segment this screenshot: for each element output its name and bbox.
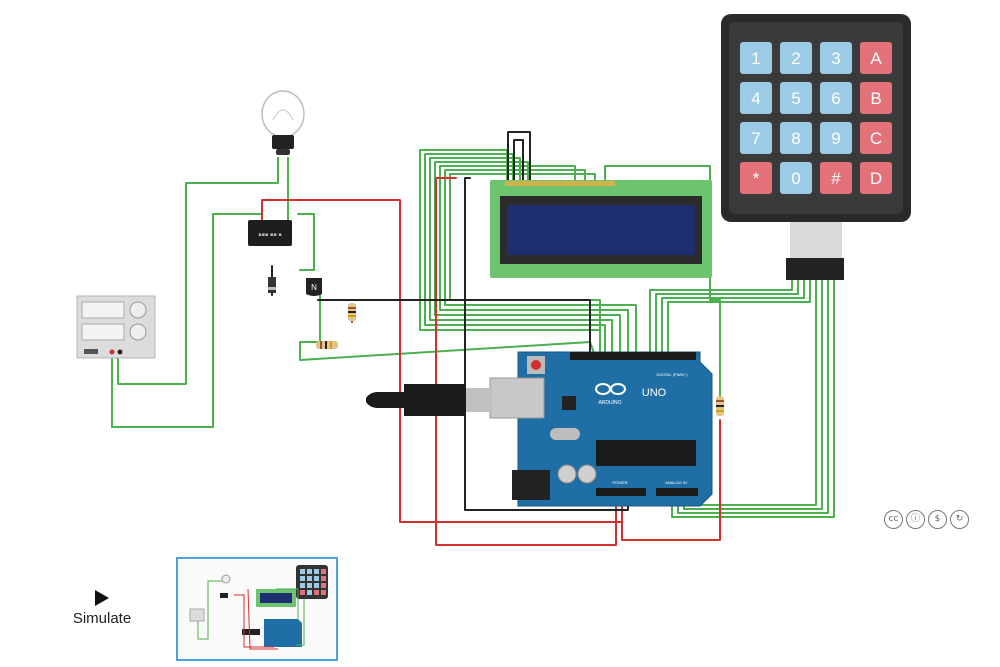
keypad-key-2[interactable]: 2 (780, 42, 812, 74)
arduino-digital-label: DIGITAL (PWM~) (657, 372, 689, 377)
keypad-key-9[interactable]: 9 (820, 122, 852, 154)
keypad-ribbon (790, 222, 842, 258)
transistor[interactable]: N (306, 278, 322, 296)
keypad-key-8[interactable]: 8 (780, 122, 812, 154)
arduino-analog-label: ANALOG IN (665, 480, 687, 485)
arduino-power-label: POWER (612, 480, 627, 485)
lcd-pin-header (505, 181, 615, 186)
keypad-key-label: 3 (831, 49, 840, 68)
keypad-key-label: 5 (791, 89, 800, 108)
keypad-key-0[interactable]: 0 (780, 162, 812, 194)
keypad-key-label: B (870, 89, 881, 108)
thumbnail-preview (189, 565, 328, 650)
play-icon (95, 590, 109, 606)
keypad-key-6[interactable]: 6 (820, 82, 852, 114)
noncommercial-icon: $ (928, 510, 947, 529)
power-supply[interactable] (76, 295, 156, 359)
lcd-16x2[interactable] (490, 180, 712, 278)
keypad-key-label: 1 (751, 49, 760, 68)
transistor-label: N (311, 283, 317, 292)
keypad-connector (786, 258, 844, 280)
keypad-key-label: D (870, 169, 882, 188)
keypad-key-*[interactable]: * (740, 162, 772, 194)
keypad-key-3[interactable]: 3 (820, 42, 852, 74)
sharealike-icon: ↻ (950, 510, 969, 529)
usb-cable[interactable] (366, 384, 492, 416)
keypad-key-label: 4 (751, 89, 760, 108)
keypad-key-label: 0 (791, 169, 800, 188)
keypad-key-label: A (870, 49, 882, 68)
arduino-uno[interactable]: ARDUINO UNO DIGITAL (PWM~) POWER ANALOG … (489, 351, 713, 507)
attribution-icon: ⓘ (906, 510, 925, 529)
svg-text:▪▪▪ ▪▪ ▪: ▪▪▪ ▪▪ ▪ (258, 232, 282, 238)
light-bulb[interactable] (261, 90, 305, 155)
resistor-led[interactable] (316, 341, 338, 349)
keypad-key-1[interactable]: 1 (740, 42, 772, 74)
keypad-key-label: 8 (791, 129, 800, 148)
keypad-4x4[interactable]: 1 2 3 A 4 5 6 B 7 8 9 C * 0 # D (721, 14, 911, 280)
keypad-key-label: 2 (791, 49, 800, 68)
resistor-base[interactable] (348, 303, 356, 321)
keypad-key-label: 7 (751, 129, 760, 148)
simulate-label: Simulate (72, 610, 132, 627)
arduino-brand-label: ARDUINO (598, 400, 621, 406)
keypad-key-label: # (831, 169, 841, 188)
simulate-button[interactable]: Simulate (62, 588, 142, 628)
keypad-key-B[interactable]: B (860, 82, 892, 114)
arduino-logo (595, 383, 626, 395)
cc-icon: cc (884, 510, 903, 529)
relay[interactable]: ▪▪▪ ▪▪ ▪ (248, 220, 292, 246)
keypad-key-5[interactable]: 5 (780, 82, 812, 114)
keypad-key-label: 9 (831, 129, 840, 148)
keypad-key-7[interactable]: 7 (740, 122, 772, 154)
keypad-keys: 1 2 3 A 4 5 6 B 7 8 9 C * 0 # D (740, 42, 892, 194)
keypad-key-A[interactable]: A (860, 42, 892, 74)
keypad-key-label: * (753, 169, 760, 188)
keypad-key-label: C (870, 129, 882, 148)
circuit-thumbnail[interactable] (176, 557, 338, 661)
diode[interactable] (268, 277, 276, 293)
keypad-key-4[interactable]: 4 (740, 82, 772, 114)
resistor-contrast[interactable] (716, 396, 724, 416)
license-badge: cc ⓘ $ ↻ (884, 510, 969, 529)
arduino-model-label: UNO (642, 387, 667, 399)
keypad-key-D[interactable]: D (860, 162, 892, 194)
keypad-key-label: 6 (831, 89, 840, 108)
keypad-key-#[interactable]: # (820, 162, 852, 194)
keypad-key-C[interactable]: C (860, 122, 892, 154)
